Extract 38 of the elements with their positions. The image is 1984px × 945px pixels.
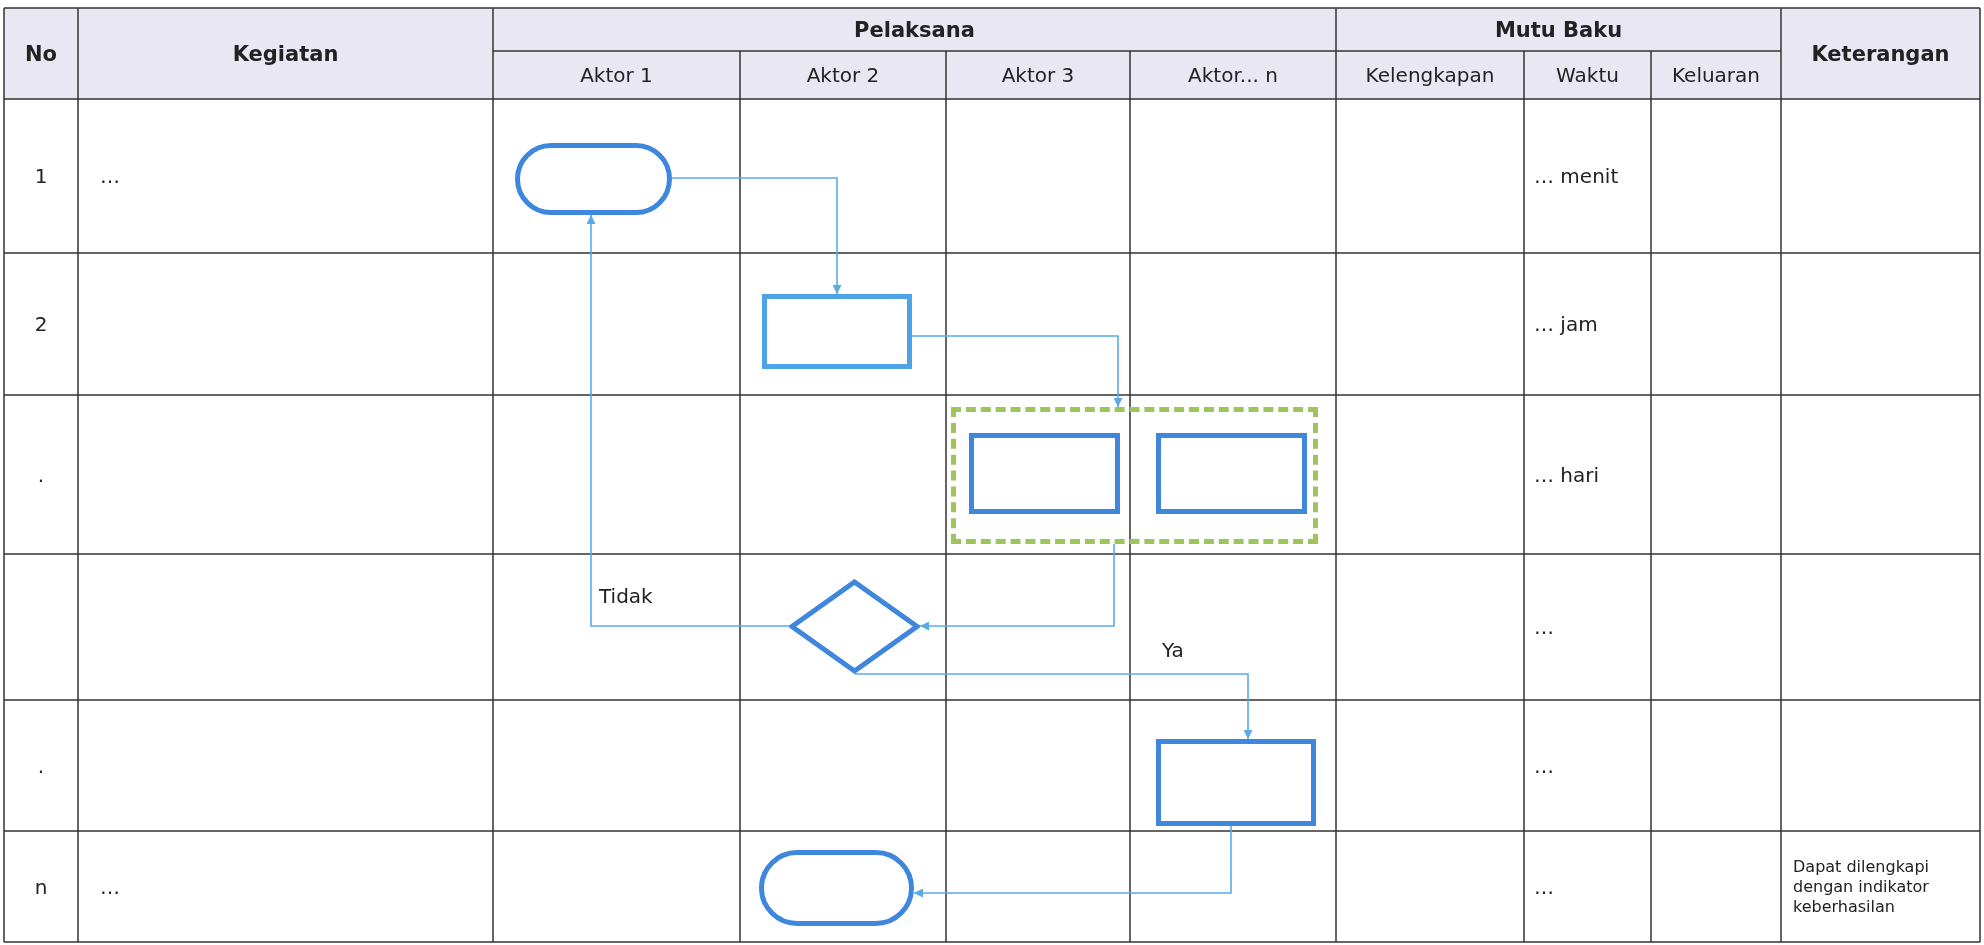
note-text: Dapat dilengkapi dengan indikator keberhasilan: [1793, 856, 1931, 917]
arrow: [586, 214, 790, 627]
row-number: .: [37, 753, 45, 778]
process-box: [1156, 739, 1316, 826]
column-header: Kegiatan: [232, 41, 339, 66]
arrow: [671, 177, 842, 295]
column-header: Kelengkapan: [1365, 63, 1495, 87]
process-box: [762, 294, 912, 369]
arrow: [919, 543, 1115, 631]
activity-text: …: [100, 874, 120, 899]
column-header: Waktu: [1556, 63, 1619, 87]
column-header: Mutu Baku: [1494, 17, 1623, 42]
activity-text: …: [100, 164, 120, 188]
row-number: 1: [34, 164, 48, 188]
row-number: n: [34, 874, 48, 899]
time-value: …: [1534, 874, 1554, 899]
column-header: No: [25, 41, 57, 66]
process-box: [969, 433, 1120, 514]
time-value: …: [1534, 615, 1554, 639]
column-header: Aktor 1: [580, 63, 653, 87]
arrow: [913, 825, 1232, 898]
arrow: [854, 673, 1253, 740]
row-number: 2: [34, 312, 48, 336]
column-header: Aktor... n: [1188, 63, 1278, 87]
time-value: … hari: [1534, 462, 1600, 487]
column-header: Aktor 2: [806, 63, 880, 87]
column-header: Keluaran: [1671, 63, 1761, 87]
decision-diamond: [789, 579, 920, 674]
column-header: Pelaksana: [854, 17, 975, 42]
arrow: [911, 335, 1123, 408]
process-box: [1156, 433, 1307, 514]
time-value: … menit: [1534, 164, 1619, 188]
column-header: Keterangan: [1811, 41, 1950, 66]
row-number: .: [37, 462, 45, 487]
group-box: [951, 407, 1318, 544]
time-value: …: [1534, 753, 1554, 778]
time-value: … jam: [1534, 312, 1598, 336]
column-header: Aktor 3: [1001, 63, 1075, 87]
